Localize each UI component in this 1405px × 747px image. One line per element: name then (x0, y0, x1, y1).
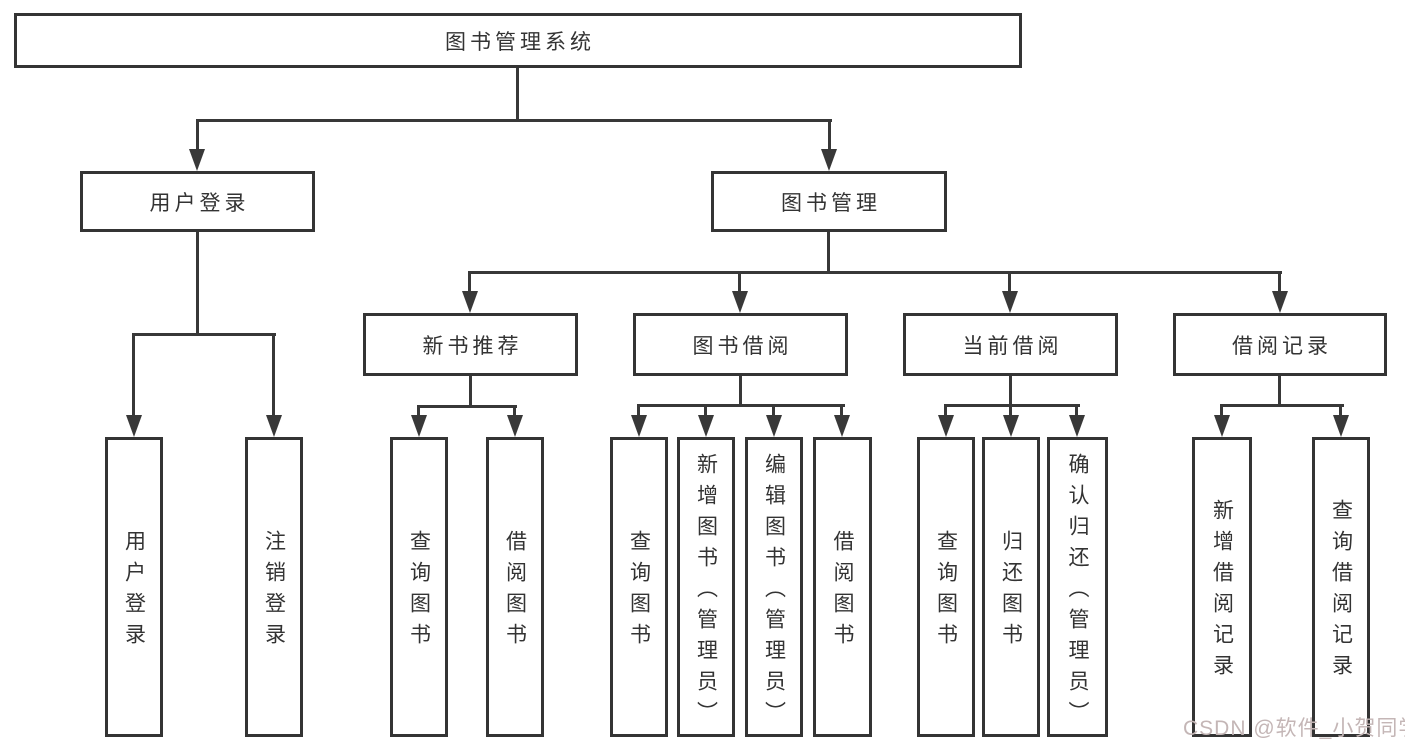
connector-line (1278, 271, 1281, 294)
connector-line (1009, 376, 1012, 407)
connector-line (828, 119, 831, 150)
connector-line (1278, 376, 1281, 407)
connector-line (772, 404, 775, 417)
leaf-label: 查询图书 (934, 530, 958, 654)
connector-line (1009, 404, 1012, 417)
arrowhead-icon (1003, 415, 1019, 437)
leaf-return-books: 归还图书 (982, 437, 1040, 737)
leaf-add-borrow-record: 新增借阅记录 (1192, 437, 1252, 737)
node-label: 当前借阅 (962, 334, 1063, 358)
node-label: 用户登录 (149, 191, 250, 215)
node-library-management-system: 图书管理系统 (14, 13, 1022, 68)
node-current-borrowing: 当前借阅 (903, 313, 1118, 376)
node-new-book-recommend: 新书推荐 (363, 313, 578, 376)
leaf-label: 新增借阅记录 (1210, 499, 1234, 685)
leaf-label: 新增图书（管理员） (694, 452, 718, 732)
arrowhead-icon (411, 415, 427, 437)
connector-line (637, 404, 640, 417)
arrowhead-icon (1002, 291, 1018, 313)
arrowhead-icon (698, 415, 714, 437)
node-label: 借阅记录 (1232, 334, 1332, 358)
leaf-label: 查询借阅记录 (1329, 499, 1353, 685)
leaf-label: 查询图书 (407, 530, 431, 654)
connector-line (1220, 404, 1344, 407)
connector-line (637, 404, 845, 407)
connector-line (944, 404, 1080, 407)
arrowhead-icon (766, 415, 782, 437)
leaf-logout: 注销登录 (245, 437, 303, 737)
connector-line (738, 271, 741, 294)
connector-line (196, 232, 199, 336)
connector-line (417, 405, 517, 408)
connector-line (468, 271, 1282, 274)
arrowhead-icon (189, 149, 205, 171)
leaf-confirm-return-admin: 确认归还（管理员） (1047, 437, 1108, 737)
connector-line (417, 405, 420, 417)
arrowhead-icon (938, 415, 954, 437)
node-label: 图书管理系统 (445, 30, 595, 54)
node-label: 新书推荐 (422, 334, 523, 358)
leaf-label: 归还图书 (999, 530, 1023, 654)
connector-line (196, 119, 832, 122)
leaf-borrow-books: 借阅图书 (813, 437, 872, 737)
leaf-label: 编辑图书（管理员） (762, 452, 786, 732)
connector-line (840, 404, 843, 417)
connector-line (739, 376, 742, 407)
arrowhead-icon (1333, 415, 1349, 437)
connector-line (1339, 404, 1342, 417)
arrowhead-icon (834, 415, 850, 437)
arrowhead-icon (266, 415, 282, 437)
connector-line (1008, 271, 1011, 294)
node-user-login: 用户登录 (80, 171, 315, 232)
connector-line (272, 333, 275, 415)
leaf-label: 查询图书 (627, 530, 651, 654)
node-label: 图书管理 (781, 191, 881, 215)
leaf-add-book-admin: 新增图书（管理员） (677, 437, 735, 737)
arrowhead-icon (462, 291, 478, 313)
leaf-query-books-borrowing: 查询图书 (610, 437, 668, 737)
arrowhead-icon (1069, 415, 1085, 437)
connector-line (132, 333, 276, 336)
leaf-edit-book-admin: 编辑图书（管理员） (745, 437, 803, 737)
connector-line (469, 376, 472, 408)
connector-line (944, 404, 947, 417)
connector-line (513, 405, 516, 417)
node-label: 图书借阅 (692, 334, 793, 358)
connector-line (1075, 404, 1078, 417)
leaf-query-books-current: 查询图书 (917, 437, 975, 737)
arrowhead-icon (732, 291, 748, 313)
leaf-label: 借阅图书 (503, 530, 527, 654)
leaf-label: 借阅图书 (831, 530, 854, 654)
leaf-label: 确认归还（管理员） (1066, 452, 1089, 732)
leaf-query-books-recommend: 查询图书 (390, 437, 448, 737)
connector-line (704, 404, 707, 417)
leaf-borrow-books-recommend: 借阅图书 (486, 437, 544, 737)
connector-line (468, 271, 471, 294)
connector-line (132, 333, 135, 415)
arrowhead-icon (507, 415, 523, 437)
connector-line (1220, 404, 1223, 417)
arrowhead-icon (1272, 291, 1288, 313)
node-borrowing-records: 借阅记录 (1173, 313, 1387, 376)
node-book-management: 图书管理 (711, 171, 947, 232)
node-book-borrowing: 图书借阅 (633, 313, 848, 376)
watermark: CSDN @软件_小贺同学 (1183, 717, 1405, 740)
connector-line (196, 119, 199, 150)
leaf-user-login: 用户登录 (105, 437, 163, 737)
arrowhead-icon (126, 415, 142, 437)
leaf-label: 用户登录 (122, 530, 146, 654)
connector-line (516, 68, 519, 121)
leaf-query-borrow-record: 查询借阅记录 (1312, 437, 1370, 737)
connector-line (827, 232, 830, 274)
arrowhead-icon (1214, 415, 1230, 437)
arrowhead-icon (821, 149, 837, 171)
leaf-label: 注销登录 (262, 530, 286, 654)
arrowhead-icon (631, 415, 647, 437)
